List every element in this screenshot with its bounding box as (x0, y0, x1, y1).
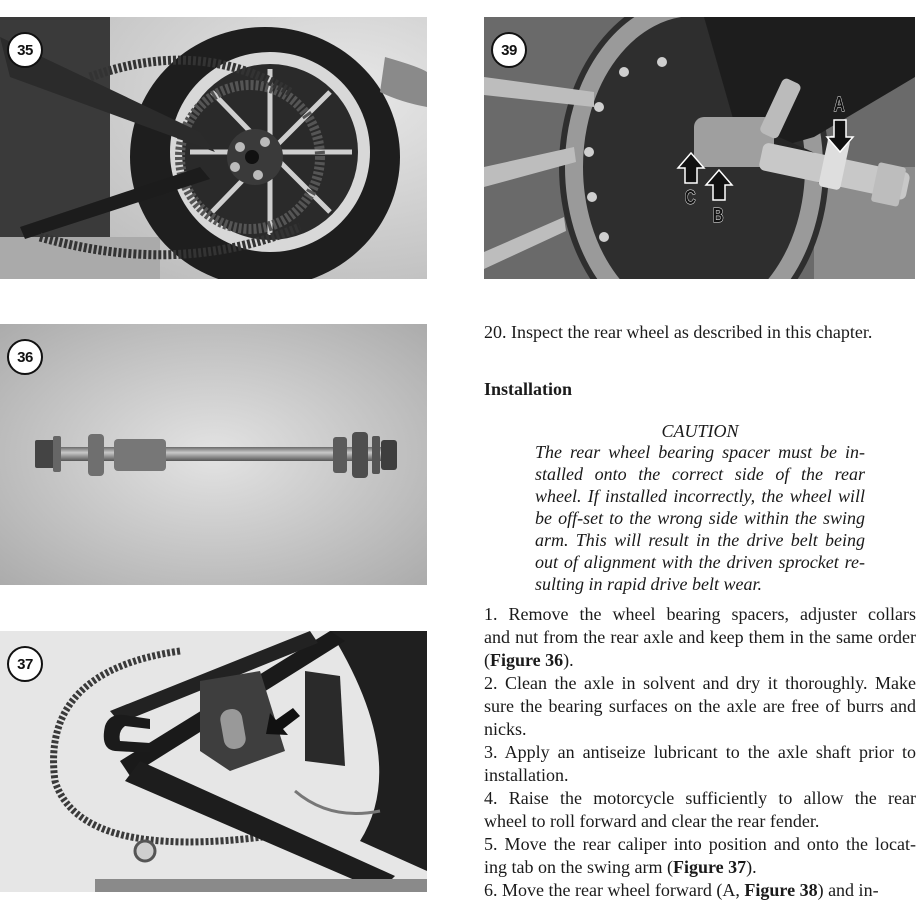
figure-number-badge: 35 (7, 32, 43, 68)
callout-label-a: A (833, 94, 845, 117)
callout-label-b: B (712, 205, 724, 228)
figure-number-badge: 37 (7, 646, 43, 682)
caution-line: stalled onto the correct side of the rea… (535, 464, 865, 484)
arrow-down-left-icon (266, 708, 300, 735)
caution-title: CAUTION (661, 421, 739, 441)
step-5-line-1: 5. Move the rear caliper into position a… (484, 834, 916, 854)
rear-wheel-belt-illustration (0, 17, 427, 279)
figure-number-badge: 39 (491, 32, 527, 68)
caution-line: be off-set to the wrong side within the … (535, 508, 865, 528)
caution-line: arm. This will result in the drive belt … (535, 530, 865, 550)
step-1-line-2: and nut from the rear axle and keep them… (484, 627, 916, 647)
rear-axle-assembly-illustration (0, 324, 427, 585)
step-3-line-1: 3. Apply an antiseize lubricant to the a… (484, 742, 916, 762)
step-2-line-2: sure the bearing surfaces on the axle ar… (484, 696, 916, 716)
caution-line: The rear wheel bearing spacer must be in… (535, 442, 865, 462)
step-20: 20. Inspect the rear wheel as described … (484, 322, 873, 342)
step-4-line-1: 4. Raise the motorcycle sufficiently to … (484, 788, 916, 808)
step-2-line-3: nicks. (484, 719, 527, 739)
caution-line: sulting in rapid drive belt wear. (535, 574, 762, 594)
figure-37-photo: 37 (0, 631, 427, 892)
rear-caliper-swing-arm-illustration (0, 631, 427, 892)
figure-number-badge: 36 (7, 339, 43, 375)
step-4-line-2: wheel to roll forward and clear the rear… (484, 811, 820, 831)
caution-line: wheel. If installed incorrectly, the whe… (535, 486, 865, 506)
figure-39-photo: 39 A B C (484, 17, 915, 279)
caution-line: out of alignment with the driven sprocke… (535, 552, 865, 572)
callout-label-c: C (684, 187, 696, 210)
step-3-line-2: installation. (484, 765, 569, 785)
step-5-line-2: ing tab on the swing arm (Figure 37). (484, 857, 757, 877)
callout-arrows (676, 119, 855, 201)
figure-reference: Figure 36 (490, 650, 564, 670)
arrow-b-icon (704, 168, 734, 201)
figure-reference: Figure 38 (744, 880, 818, 900)
step-6-line-1: 6. Move the rear wheel forward (A, Figur… (484, 880, 879, 900)
step-1-line-1: 1. Remove the wheel bearing spacers, adj… (484, 604, 916, 624)
callout-arrow (266, 708, 300, 735)
figure-reference: Figure 37 (672, 857, 747, 877)
step-1-line-3: (Figure 36). (484, 650, 574, 670)
figure-35-photo: 35 (0, 17, 427, 279)
arrow-c-icon (676, 151, 706, 184)
figure-36-photo: 36 (0, 324, 427, 585)
step-2-line-1: 2. Clean the axle in solvent and dry it … (484, 673, 916, 693)
section-heading-installation: Installation (484, 379, 573, 399)
arrow-a-icon (825, 119, 855, 154)
